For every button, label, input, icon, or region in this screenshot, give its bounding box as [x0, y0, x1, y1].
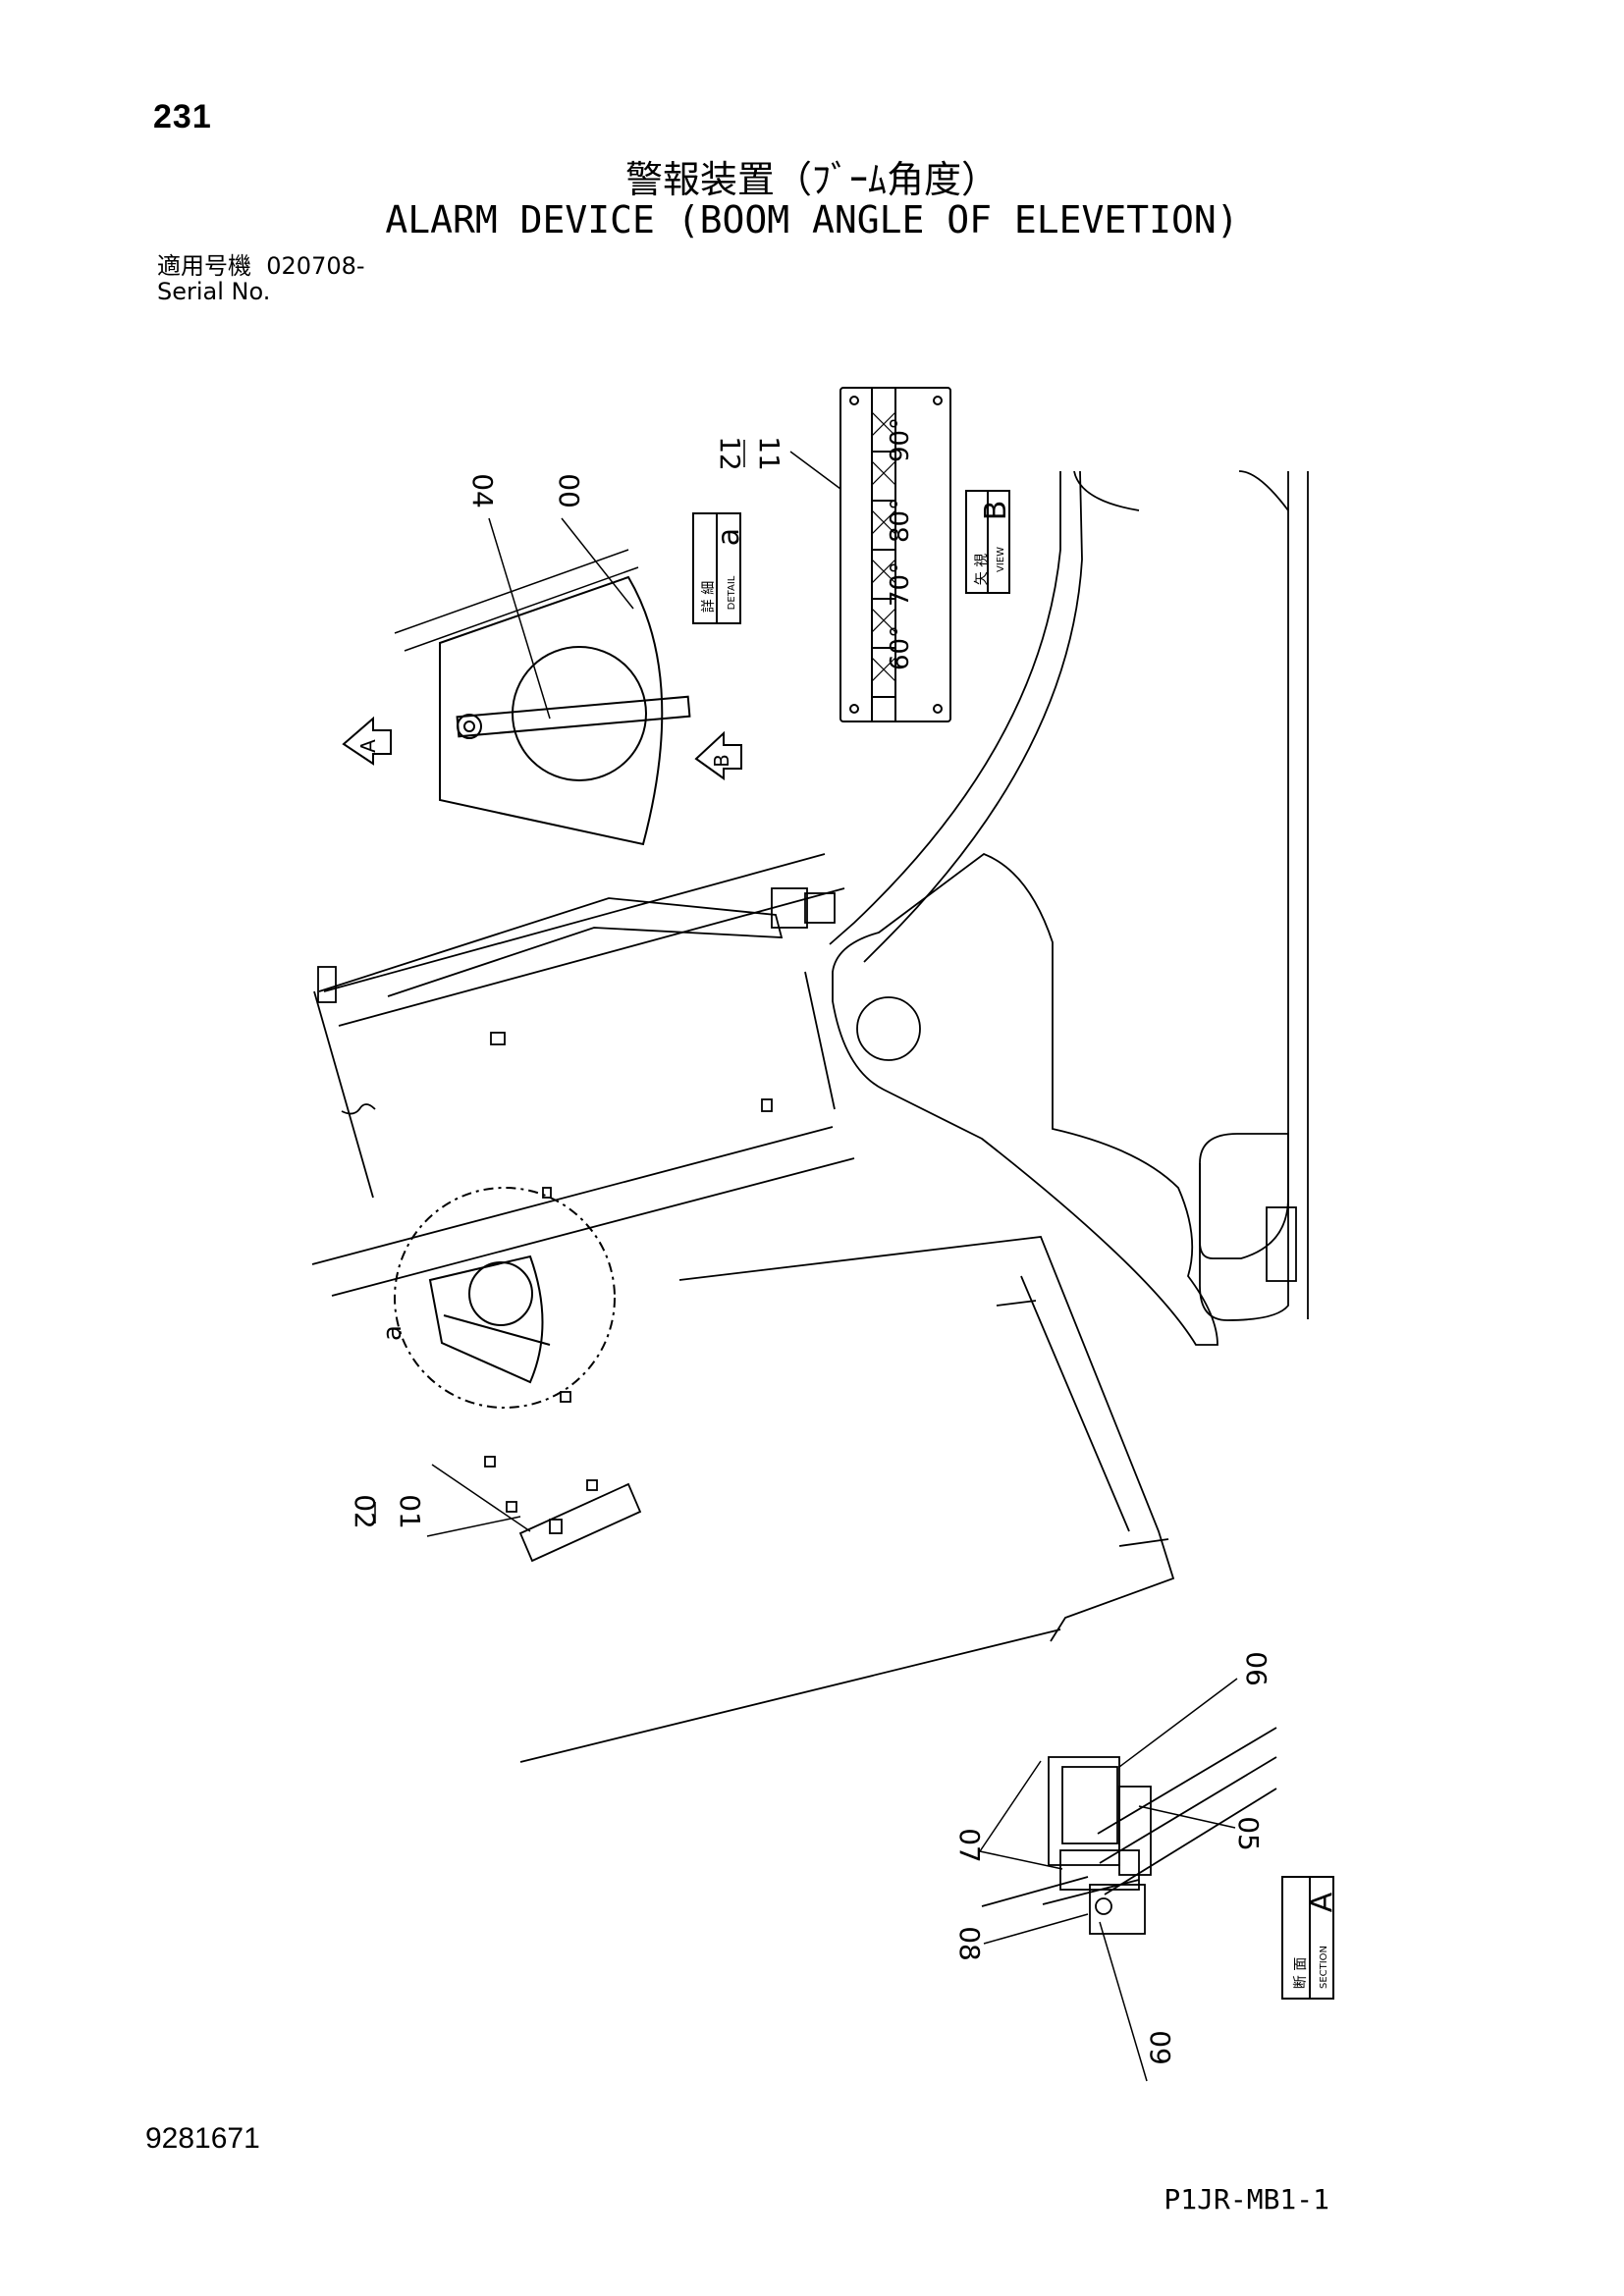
- detail-a-callout-circle: a: [378, 1187, 616, 1409]
- angle-mark-90: 90°: [886, 417, 915, 462]
- document-number: 9281671: [145, 2122, 260, 2155]
- section-a-letter: A: [1305, 1892, 1339, 1912]
- angle-mark-80: 80°: [886, 498, 915, 543]
- detail-a-label-jp: 詳 細: [701, 581, 717, 613]
- callout-07: 07: [953, 1828, 986, 1863]
- page-number: 231: [153, 98, 212, 135]
- section-a-assembly: [981, 1727, 1277, 1935]
- detail-a-callout-letter: a: [378, 1325, 407, 1341]
- section-a-label: A 断 面 SECTION: [1281, 1876, 1339, 2000]
- detail-a-bracket: [394, 549, 691, 846]
- callout-05: 05: [1232, 1816, 1265, 1851]
- angle-mark-70: 70°: [886, 561, 915, 607]
- view-b-letter: B: [979, 501, 1013, 521]
- serial-row: 適用号機 020708-: [157, 253, 365, 279]
- boom-structure: [311, 470, 1309, 1763]
- page-code: P1JR-MB1-1: [1164, 2183, 1329, 2216]
- title-japanese: 警報装置（ﾌﾞｰﾑ角度）: [624, 158, 999, 201]
- callout-02: 02: [349, 1494, 381, 1529]
- view-b-label-en: VIEW: [996, 547, 1006, 572]
- section-a-label-en: SECTION: [1319, 1946, 1329, 1989]
- detail-a-label: a 詳 細 DETAIL: [692, 512, 746, 624]
- callout-00: 00: [553, 473, 585, 508]
- title-english: ALARM DEVICE (BOOM ANGLE OF ELEVETION): [385, 198, 1239, 241]
- serial-info: 適用号機 020708- Serial No.: [157, 253, 365, 304]
- callout-09: 09: [1144, 2030, 1176, 2065]
- callout-01: 01: [394, 1494, 426, 1529]
- view-b-label-jp: 矢 視: [974, 554, 990, 585]
- section-a-label-jp: 断 面: [1293, 1957, 1309, 1989]
- section-arrow-b: B: [694, 730, 742, 780]
- callout-12: 12: [714, 436, 746, 471]
- serial-value: 020708-: [266, 252, 365, 280]
- serial-label-jp: 適用号機: [157, 252, 251, 280]
- callout-06: 06: [1240, 1651, 1272, 1686]
- arrow-b-letter: B: [710, 754, 733, 768]
- detail-a-label-en: DETAIL: [727, 575, 737, 610]
- callout-08: 08: [953, 1926, 986, 1961]
- serial-label-en: Serial No.: [157, 278, 271, 305]
- section-arrow-a: A: [342, 716, 392, 766]
- detail-a-letter: a: [712, 528, 746, 546]
- callout-11: 11: [753, 436, 785, 471]
- view-b-label: B 矢 視 VIEW: [965, 490, 1013, 594]
- callout-04: 04: [466, 473, 499, 508]
- arrow-a-letter: A: [356, 739, 380, 753]
- angle-mark-60: 60°: [886, 625, 915, 670]
- angle-indicator-plate: 90° 80° 70° 60°: [839, 387, 951, 722]
